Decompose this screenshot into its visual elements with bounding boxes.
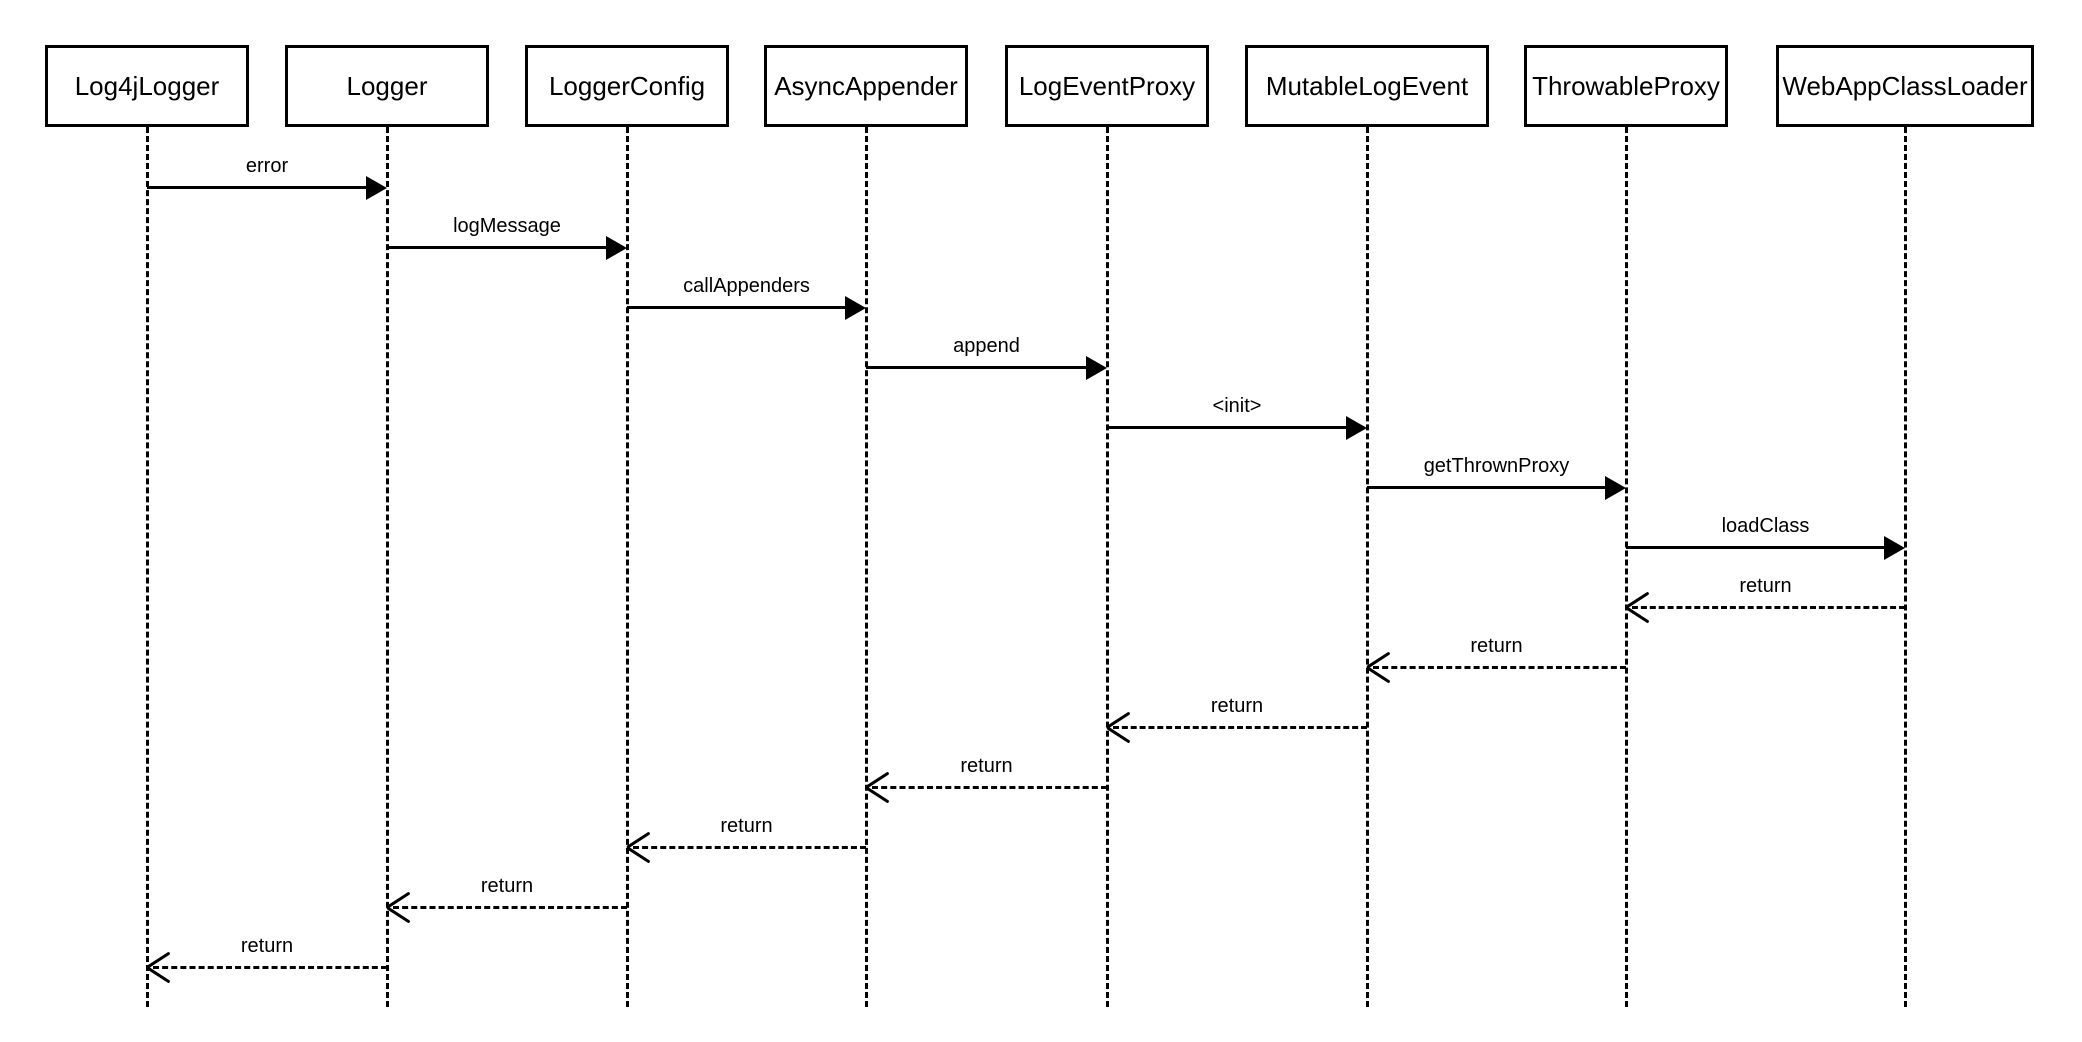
participant-box-log4jlogger: Log4jLogger (45, 45, 249, 127)
arrowhead-open-left-icon (1625, 591, 1650, 609)
message-label: getThrownProxy (1423, 455, 1570, 477)
arrowhead-filled-right-icon (845, 296, 866, 320)
arrowhead-open-left-icon (1366, 666, 1391, 684)
participant-box-webappclassloader: WebAppClassLoader (1776, 45, 2034, 127)
message-label: return (240, 935, 294, 957)
participant-label: LogEventProxy (1018, 70, 1196, 101)
arrowhead-open-left-icon (865, 786, 890, 804)
message-arrow-line (387, 246, 607, 249)
message-arrow-line (866, 366, 1087, 369)
message-label: return (1470, 635, 1523, 657)
participant-label: LoggerConfig (548, 70, 706, 101)
message-label: error (245, 155, 289, 177)
message-label: return (1739, 575, 1792, 597)
arrowhead-open-left-icon (1366, 651, 1391, 669)
message-return-line (872, 786, 1107, 789)
arrowhead-open-left-icon (1106, 711, 1131, 729)
participant-label: ThrowableProxy (1532, 70, 1720, 101)
arrowhead-filled-right-icon (1346, 416, 1367, 440)
message-arrow-line (1626, 546, 1885, 549)
participant-label: AsyncAppender (774, 70, 958, 101)
participant-label: Logger (346, 70, 428, 101)
message-label: return (480, 875, 534, 897)
participant-box-throwableproxy: ThrowableProxy (1524, 45, 1728, 127)
arrowhead-open-left-icon (626, 846, 651, 864)
arrowhead-open-left-icon (1106, 726, 1131, 744)
arrowhead-open-left-icon (386, 906, 411, 924)
participant-label: Log4jLogger (74, 70, 220, 101)
message-return-line (393, 906, 627, 909)
message-arrow-line (1107, 426, 1347, 429)
message-arrow-line (627, 306, 846, 309)
arrowhead-filled-right-icon (606, 236, 627, 260)
message-return-line (153, 966, 387, 969)
message-return-line (1373, 666, 1626, 669)
arrowhead-filled-right-icon (1086, 356, 1107, 380)
message-label: <init> (1212, 395, 1262, 417)
participant-box-logger: Logger (285, 45, 489, 127)
arrowhead-filled-right-icon (1884, 536, 1905, 560)
participant-box-logeventproxy: LogEventProxy (1005, 45, 1209, 127)
arrowhead-open-left-icon (146, 951, 171, 969)
lifeline-loggerconfig (625, 127, 629, 1007)
arrowhead-filled-right-icon (1605, 476, 1626, 500)
message-return-line (1113, 726, 1367, 729)
arrowhead-filled-right-icon (366, 176, 387, 200)
message-label: loadClass (1721, 515, 1810, 537)
message-label: return (960, 755, 1013, 777)
participant-box-asyncappender: AsyncAppender (764, 45, 968, 127)
participant-label: WebAppClassLoader (1782, 70, 2028, 101)
lifeline-logeventproxy (1105, 127, 1109, 1007)
message-label: return (720, 815, 773, 837)
lifeline-mutablelogevent (1365, 127, 1369, 1007)
lifeline-asyncappender (864, 127, 868, 1007)
message-arrow-line (1367, 486, 1606, 489)
arrowhead-open-left-icon (626, 831, 651, 849)
message-arrow-line (147, 186, 367, 189)
message-label: callAppenders (683, 275, 810, 297)
participant-box-loggerconfig: LoggerConfig (525, 45, 729, 127)
message-return-line (1632, 606, 1905, 609)
message-label: logMessage (453, 215, 561, 237)
arrowhead-open-left-icon (1625, 606, 1650, 624)
message-label: append (953, 335, 1020, 357)
arrowhead-open-left-icon (865, 771, 890, 789)
participant-box-mutablelogevent: MutableLogEvent (1245, 45, 1489, 127)
message-return-line (633, 846, 866, 849)
participant-label: MutableLogEvent (1265, 70, 1469, 101)
lifeline-throwableproxy (1624, 127, 1628, 1007)
message-label: return (1210, 695, 1264, 717)
lifeline-log4jlogger (145, 127, 149, 1007)
arrowhead-open-left-icon (146, 966, 171, 984)
lifeline-logger (385, 127, 389, 1007)
arrowhead-open-left-icon (386, 891, 411, 909)
lifeline-webappclassloader (1903, 127, 1907, 1007)
